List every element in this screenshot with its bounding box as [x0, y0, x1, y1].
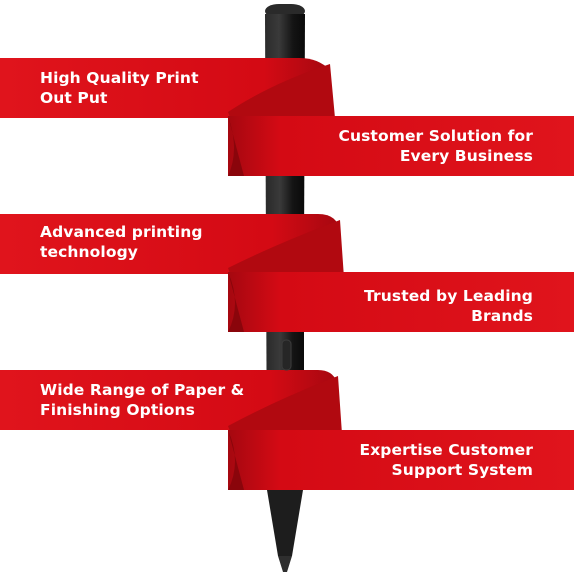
feature-print-quality: High Quality Print Out Put — [40, 68, 199, 108]
feature-trusted-brands: Trusted by Leading Brands — [364, 286, 533, 326]
feature-line: Support System — [391, 461, 533, 479]
feature-printing-technology: Advanced printing technology — [40, 222, 203, 262]
feature-customer-solution: Customer Solution for Every Business — [339, 126, 534, 166]
ribbon-band-right-3 — [228, 430, 574, 490]
feature-line: Wide Range of Paper & — [40, 381, 245, 399]
feature-line: Expertise Customer — [359, 441, 533, 459]
feature-line: High Quality Print — [40, 69, 199, 87]
feature-line: Brands — [471, 307, 533, 325]
feature-support-system: Expertise Customer Support System — [360, 440, 534, 480]
feature-line: Advanced printing — [40, 223, 203, 241]
feature-line: Finishing Options — [40, 401, 195, 419]
feature-line: Every Business — [399, 147, 533, 165]
feature-line: Customer Solution for — [338, 127, 533, 145]
feature-line: technology — [40, 243, 138, 261]
feature-paper-options: Wide Range of Paper & Finishing Options — [40, 380, 244, 420]
ribbon-band-right-2 — [228, 272, 574, 332]
feature-line: Trusted by Leading — [364, 287, 533, 305]
ribbon-band-right-1 — [228, 116, 574, 176]
feature-line: Out Put — [40, 89, 108, 107]
